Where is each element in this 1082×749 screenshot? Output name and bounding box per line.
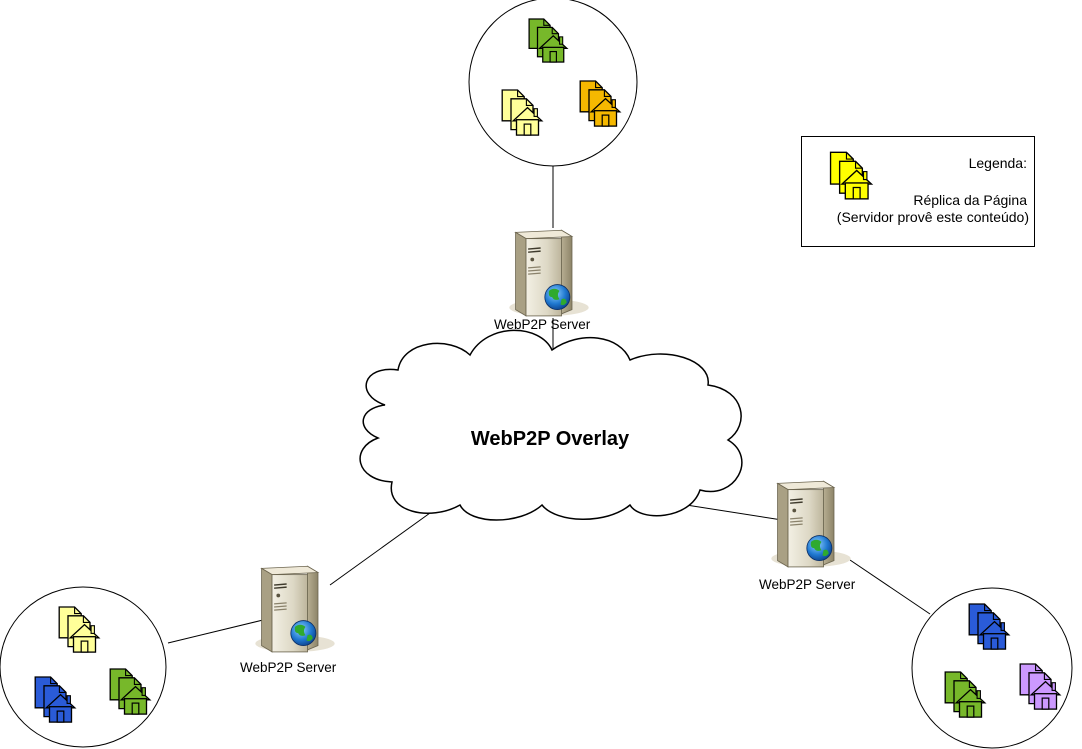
server-label-right: WebP2P Server: [759, 577, 856, 592]
page-replica-icon: [829, 151, 873, 200]
overlay-cloud: [359, 329, 743, 521]
replica-group-bottom-right: [911, 587, 1073, 749]
replica-group-top: [468, 0, 638, 167]
connection-lines: [167, 160, 931, 644]
server-icon: [508, 229, 590, 317]
server-icon: [254, 565, 336, 653]
server-icon: [770, 480, 852, 568]
legend-note: (Servidor provê este conteúdo): [836, 209, 1029, 225]
legend-title: Legenda:: [968, 155, 1027, 171]
legend-box: Legenda: Réplica da Página (Servidor pro…: [801, 136, 1035, 247]
server-label-left: WebP2P Server: [240, 660, 337, 675]
server-label-top: WebP2P Server: [494, 317, 591, 332]
overlay-label: WebP2P Overlay: [470, 428, 630, 450]
replica-group-bottom-left: [0, 586, 167, 748]
legend-description: Réplica da Página: [913, 192, 1027, 208]
